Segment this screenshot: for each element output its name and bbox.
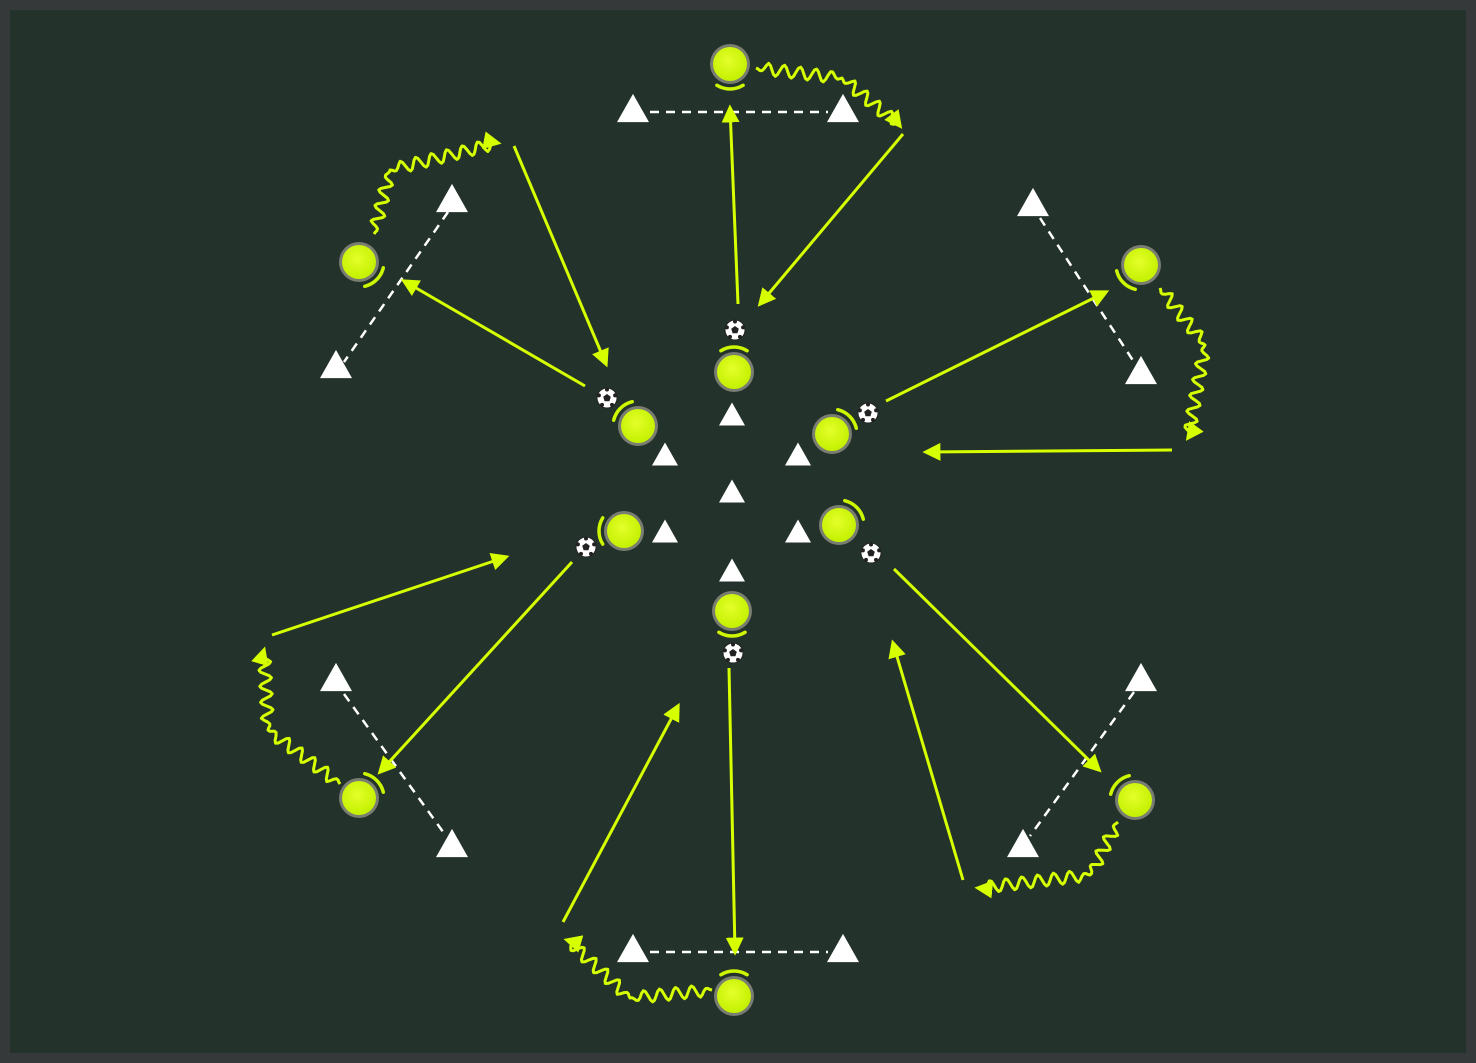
pass-arrow [888,639,965,881]
player-icon [819,498,866,545]
player-icon [1114,245,1161,292]
cone-icon [719,479,745,503]
cone-icon [652,519,678,543]
dribble-arrow [755,61,903,129]
pass-arrow [922,442,1173,461]
player-icon [714,345,754,392]
cone-icon [320,662,352,692]
pass-arrow [271,553,510,637]
dribble-arrow [369,131,502,235]
pass-arrow [757,133,905,307]
pass-arrow [561,702,680,923]
player-icon [1108,773,1155,820]
pitch-area [10,10,1466,1053]
soccer-ball-icon [575,536,597,558]
pass-arrow [377,560,574,775]
dribble-arrow [251,646,342,785]
soccer-ball-icon [722,642,744,664]
cone-gate-line [1038,217,1136,363]
cone-icon [1125,355,1157,385]
cone-icon [436,828,468,858]
soccer-ball-icon [860,542,882,564]
pass-arrow [725,667,744,956]
cone-icon [827,93,859,123]
player-icon [714,969,754,1016]
cone-icon [827,933,859,963]
cone-icon [1007,828,1039,858]
dribble-arrow [1158,287,1211,441]
cone-icon [652,442,678,466]
player-icon [710,44,750,91]
cone-icon [785,442,811,466]
soccer-ball-icon [596,387,618,409]
cone-icon [785,519,811,543]
cone-icon [1017,187,1049,217]
pass-arrow [892,567,1102,773]
cone-icon [719,558,745,582]
cone-icon [617,93,649,123]
player-icon [339,242,386,289]
player-icon [812,407,859,454]
cone-icon [436,183,468,213]
soccer-ball-icon [724,319,746,341]
pass-arrow [400,279,586,388]
player-icon [611,399,658,446]
pass-arrow [885,290,1110,403]
cone-icon [1125,662,1157,692]
cone-icon [617,933,649,963]
pass-arrow [512,145,609,368]
player-icon [339,771,386,818]
pass-arrow [721,104,740,305]
player-icon [597,511,644,551]
cone-icon [320,349,352,379]
dribble-arrow [974,820,1120,899]
player-icon [712,591,752,638]
soccer-ball-icon [857,402,879,424]
cone-gate-line [342,211,450,363]
cone-icon [719,402,745,426]
cone-gate-line [1028,691,1136,837]
dribble-arrow [563,935,713,1004]
